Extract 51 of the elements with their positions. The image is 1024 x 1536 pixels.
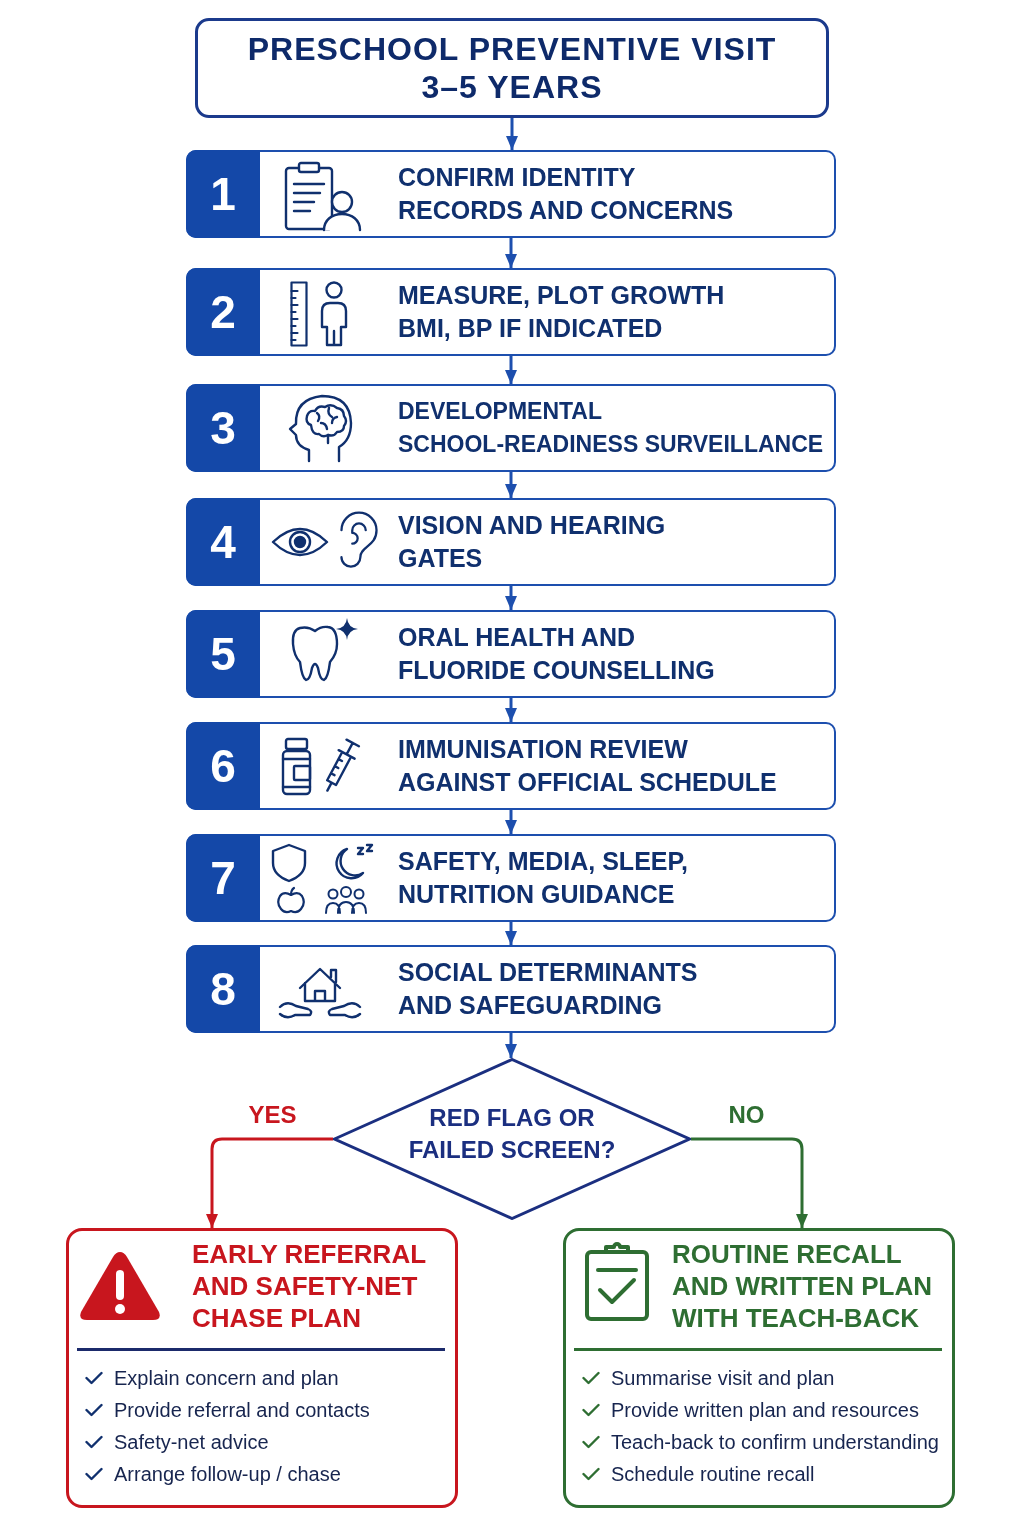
step-number: 6 [186,722,260,810]
checklist-item: Schedule routine recall [611,1462,815,1487]
step-text: SOCIAL DETERMINANTS AND SAFEGUARDING [398,957,698,1021]
arrow [506,118,518,150]
step-text: ORAL HEALTH AND FLUORIDE COUNSELLING [398,622,715,686]
outcome-heading: EARLY REFERRAL AND SAFETY-NET CHASE PLAN [192,1238,427,1334]
arrow [505,922,517,945]
decision-diamond [333,1058,691,1220]
step-text: IMMUNISATION REVIEW AGAINST OFFICIAL SCHEDULE [398,734,777,798]
checklist-item: Provide referral and contacts [114,1398,370,1423]
step-box [186,384,836,472]
step-number: 4 [186,498,260,586]
arrow [691,1137,808,1228]
checklist-item: Explain concern and plan [114,1366,339,1391]
outcome-box [66,1228,458,1508]
step-box [186,498,836,586]
outcome-box [563,1228,955,1508]
step-box [186,610,836,698]
step-box [186,722,836,810]
step-number: 8 [186,945,260,1033]
arrow [505,586,517,610]
step-number: 2 [186,268,260,356]
step-box [186,150,836,238]
checklist-item: Teach-back to confirm understanding [611,1430,939,1455]
arrow [505,698,517,722]
checklist-item: Summarise visit and plan [611,1366,835,1391]
checklist-item: Provide written plan and resources [611,1398,919,1423]
arrow [505,238,517,268]
step-text: DEVELOPMENTAL SCHOOL-READINESS SURVEILLANCE [398,397,824,459]
arrow [505,810,517,834]
arrow [505,356,517,384]
checklist-item: Safety-net advice [114,1430,269,1455]
step-number: 7 [186,834,260,922]
decision-text: RED FLAG OR FAILED SCREEN? [408,1103,616,1165]
step-number: 3 [186,384,260,472]
arrow [206,1137,333,1228]
title-box [195,18,829,118]
step-box [186,834,836,922]
step-text: VISION AND HEARING GATES [398,510,666,574]
arrow [505,472,517,498]
step-text: CONFIRM IDENTITY RECORDS AND CONCERNS [398,162,734,226]
step-text: MEASURE, PLOT GROWTH BMI, BP IF INDICATED [398,280,725,344]
step-box [186,268,836,356]
step-text: SAFETY, MEDIA, SLEEP, NUTRITION GUIDANCE [398,846,688,910]
step-box [186,945,836,1033]
step-number: 5 [186,610,260,698]
checklist-item: Arrange follow-up / chase [114,1462,341,1487]
heading-text: PRESCHOOL PREVENTIVE VISIT 3–5 YEARS [247,30,777,106]
arrow [505,1033,517,1058]
outcome-heading: ROUTINE RECALL AND WRITTEN PLAN WITH TEACH-BACK [672,1238,932,1334]
step-number: 1 [186,150,260,238]
